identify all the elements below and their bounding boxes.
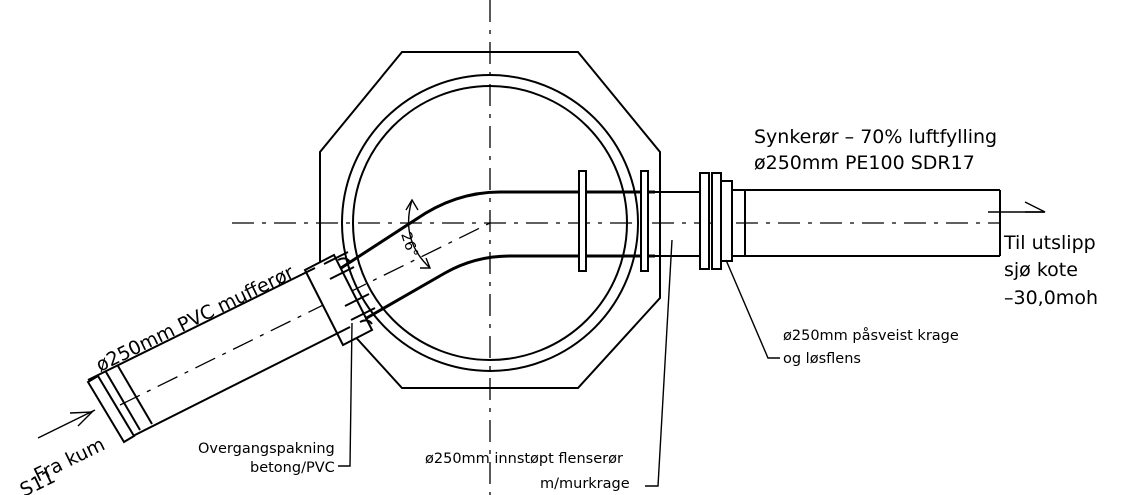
loose-flange-2 [711, 172, 722, 270]
bend-pipe-lower [357, 254, 655, 325]
outlet-arrow-head [1024, 201, 1046, 213]
pvc-pipe-label: ø250mm PVC mufferør [93, 261, 298, 376]
gasket-mark-2 [329, 266, 355, 280]
pipe-socket [86, 374, 136, 444]
socket-ring-2 [117, 365, 153, 425]
leader-transition [338, 322, 353, 467]
til-utslipp-label: Til utslipp [1003, 232, 1096, 254]
gasket-mark-3 [344, 293, 370, 307]
inlet-arrow-head [69, 411, 94, 427]
transition-label-1: Overgangspakning [198, 441, 335, 457]
gasket-mark-1 [323, 251, 349, 265]
flange-pipe-label-2: m/murkrage [540, 476, 630, 492]
bend-pipe-upper [337, 190, 655, 272]
kote-value-label: –30,0moh [1004, 287, 1098, 309]
collar-label-1: ø250mm påsveist krage [783, 327, 959, 344]
leader-collar [725, 259, 780, 359]
socket-ring-1 [105, 371, 141, 431]
transition-label-2: betong/PVC [250, 460, 335, 476]
sjo-kote-label: sjø kote [1004, 259, 1078, 281]
pvc-pipe-lower [124, 326, 351, 441]
leader-flange [645, 239, 673, 487]
angle-arc [407, 199, 431, 269]
gasket-hook-2 [359, 319, 373, 325]
gasket-mark-4 [350, 307, 376, 321]
angle-arrow-top [405, 198, 419, 211]
wall-flange [640, 170, 649, 272]
gasket-hook-1 [337, 257, 351, 263]
flange-pipe-label-1: ø250mm innstøpt flenserør [425, 451, 623, 467]
pvc-pipe-upper [87, 267, 316, 381]
manhole-octagon [319, 51, 661, 389]
manhole-inner-ring [352, 85, 628, 361]
angle-arrow-bottom [420, 257, 432, 269]
angle-label: 26° [397, 230, 420, 259]
transition-gasket [303, 253, 374, 347]
loose-flange-1 [699, 172, 710, 270]
inlet-arrow-shaft [37, 409, 96, 439]
collar-label-2: og løsflens [783, 351, 861, 367]
synker-title: Synkerør – 70% luftfylling [754, 126, 997, 148]
collar [720, 180, 733, 262]
inlet-axis-line [119, 222, 491, 406]
synker-spec: ø250mm PE100 SDR17 [754, 152, 975, 174]
inner-flange [578, 170, 587, 272]
manhole-outer-ring [341, 74, 639, 372]
